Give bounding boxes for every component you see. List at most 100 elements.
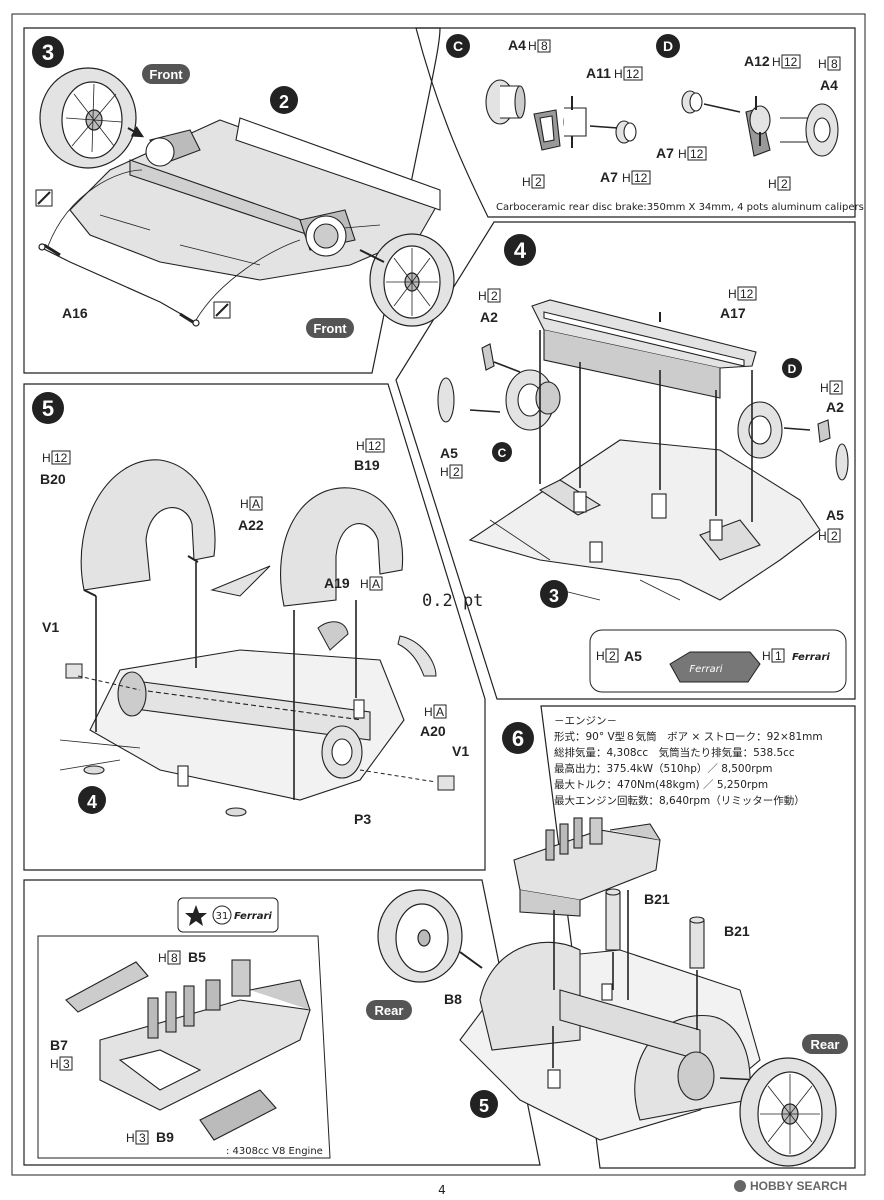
part-v1-right — [437, 775, 455, 791]
s5-substep-badge — [78, 786, 106, 814]
svg-text:A: A — [252, 497, 260, 511]
step5-panel — [23, 383, 486, 871]
svg-text:H: H — [728, 287, 737, 301]
svg-text:H: H — [678, 147, 687, 161]
svg-text:H: H — [614, 67, 623, 81]
svg-text:H: H — [768, 177, 777, 191]
svg-text:H: H — [360, 577, 369, 591]
wheel-arch-b19 — [280, 487, 404, 607]
svg-text:8: 8 — [171, 951, 178, 965]
s4-substep: 3 — [549, 586, 559, 606]
s4-left-brake — [437, 343, 561, 431]
eng-label-b5: B5 — [188, 949, 206, 965]
step4-panel — [395, 221, 856, 700]
exhaust-b9 — [199, 1089, 277, 1141]
pin-b21-b — [689, 916, 705, 969]
decal-a5: A5 — [624, 648, 642, 664]
c-label-a7: A7 — [600, 169, 618, 185]
svg-text:H: H — [528, 39, 537, 53]
s4-label-a2b: A2 — [826, 399, 844, 415]
spec-line-4: 最大トルク：470Nm(48kgm) ／ 5,250rpm — [554, 778, 768, 791]
svg-text:H: H — [158, 951, 167, 965]
spec-line-1: 形式：90° V型８気筒 ボア × ストローク：92×81mm — [554, 730, 823, 743]
s6-label-b8: B8 — [444, 991, 462, 1007]
part-a19 — [317, 621, 349, 651]
svg-text:H: H — [772, 55, 781, 69]
cement-icon-2 — [213, 301, 231, 319]
eng-label-b9: B9 — [156, 1129, 174, 1145]
s5-substep: 4 — [87, 792, 97, 812]
rear-chassis — [468, 439, 821, 601]
c-hub — [563, 96, 587, 148]
svg-text:H: H — [478, 289, 487, 303]
decal-ferrari-logo: Ferrari — [792, 652, 830, 663]
svg-text:12: 12 — [740, 287, 754, 301]
s5-label-a22: A22 — [238, 517, 264, 533]
s5-label-b19: B19 — [354, 457, 380, 473]
svg-text:A: A — [372, 577, 380, 591]
step3-substep: 2 — [279, 92, 289, 112]
svg-text:H: H — [424, 705, 433, 719]
d-disc — [780, 103, 839, 157]
pin-b21-a — [605, 888, 621, 951]
svg-text:H: H — [596, 649, 605, 663]
s5-label-a20: A20 — [420, 723, 446, 739]
eng-label-b7: B7 — [50, 1037, 68, 1053]
s4-label-a2a: A2 — [480, 309, 498, 325]
rear-label: Rear — [375, 1003, 404, 1018]
rear-label-pill-2 — [802, 1034, 848, 1054]
svg-text:H: H — [42, 451, 51, 465]
brake-panel — [415, 27, 856, 218]
brake-caption: Carboceramic rear disc brake:350mm X 34m… — [496, 202, 864, 213]
step3-number: 3 — [42, 40, 54, 65]
s4-c-badge — [492, 442, 512, 462]
step4-badge — [504, 234, 536, 266]
spec-line-2: 総排気量：4,308cc 気筒当たり排気量：538.5cc — [554, 746, 795, 759]
part-a22 — [210, 565, 271, 597]
svg-text:12: 12 — [626, 67, 640, 81]
rear-right-wheel — [739, 1057, 837, 1167]
svg-text:2: 2 — [535, 175, 542, 189]
s5-label-v1a: V1 — [42, 619, 59, 635]
s4-substep-badge — [540, 580, 568, 608]
svg-text:H: H — [50, 1057, 59, 1071]
step5-badge — [32, 392, 64, 424]
svg-text:12: 12 — [54, 451, 68, 465]
step6-badge — [502, 722, 534, 754]
step3-group: 3 Front 2 — [32, 36, 455, 338]
s5-arrows — [77, 562, 437, 800]
front-label: Front — [149, 67, 183, 82]
star-icon — [185, 905, 207, 926]
engine-specs: －エンジン－ 形式：90° V型８気筒 ボア × ストローク：92×81mm 総… — [554, 715, 823, 807]
svg-text:1: 1 — [775, 649, 782, 663]
svg-text:H: H — [356, 439, 365, 453]
engine-decal-number: 31 — [216, 911, 229, 922]
panel-borders — [11, 13, 866, 1176]
svg-text:H: H — [522, 175, 531, 189]
engine-inset-frame — [37, 935, 331, 1159]
stray-text: 0.2 pt — [422, 591, 483, 611]
s4-right-brake — [737, 401, 849, 481]
part-v1-left — [65, 663, 83, 679]
s5-label-v1b: V1 — [452, 743, 469, 759]
engine-panel — [23, 879, 541, 1166]
svg-text:H: H — [440, 465, 449, 479]
step3-badge — [32, 36, 64, 68]
